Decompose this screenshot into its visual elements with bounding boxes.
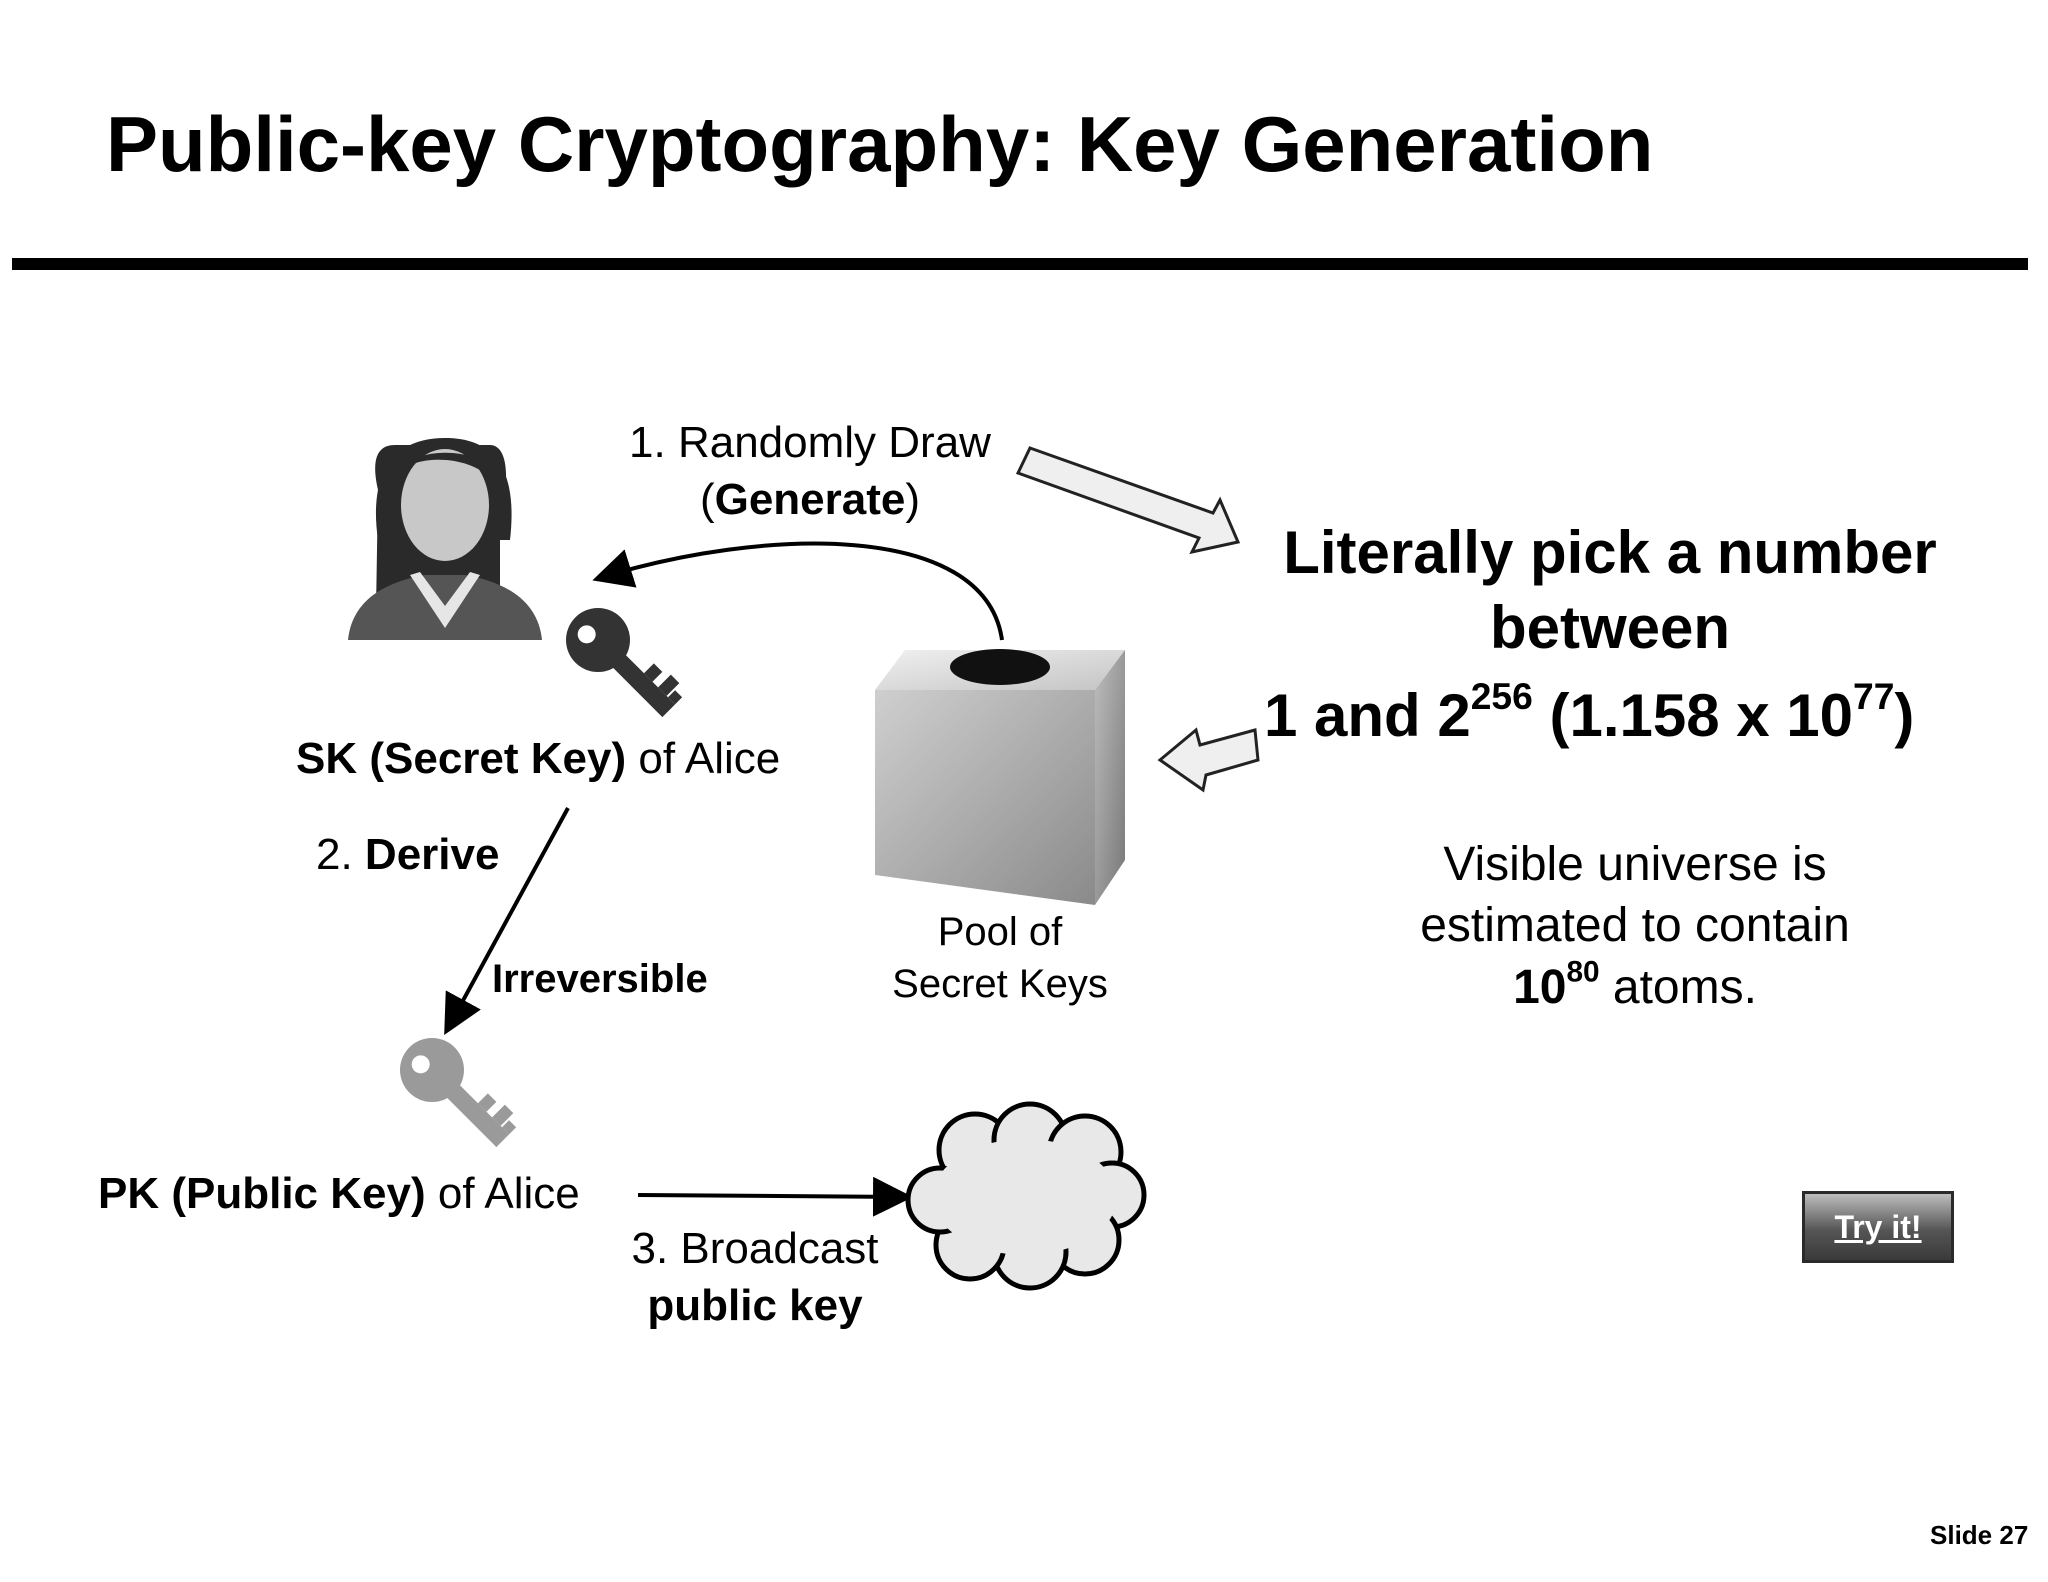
derive-arrow [444,807,570,1036]
step1-label: 1. Randomly Draw (Generate) [590,414,1030,528]
slide-title: Public-key Cryptography: Key Generation [106,100,1654,188]
cloud-icon [905,1101,1147,1291]
universe-note: Visible universe is estimated to contain… [1370,834,1900,1018]
step3-line1: 3. Broadcast [631,1224,879,1273]
sk-label-rest: of Alice [626,734,781,783]
pick-number-callout: Literally pick a number between [1240,515,1980,665]
try-it-button[interactable]: Try it! [1802,1191,1954,1263]
step1-line2: (Generate) [699,475,921,525]
universe-line3: 1080 atoms. [1513,955,1757,1014]
step2-label: 2. Derive [316,830,500,879]
derive-word: Derive [364,830,500,879]
step1-line1: 1. Randomly Draw [629,418,991,467]
box-icon [875,649,1125,905]
step3-label: 3. Broadcast public key [600,1220,910,1334]
person-icon [348,438,542,640]
universe-line2: estimated to contain [1420,899,1850,953]
pool-line2: Secret Keys [892,962,1108,1006]
universe-line1: Visible universe is [1443,838,1827,891]
callout-line1: Literally pick a number [1283,519,1937,586]
pool-line1: Pool of [937,910,1063,954]
block-arrow-right [1015,446,1241,555]
sk-label-bold: SK (Secret Key) [296,734,627,783]
block-arrow-left [1157,727,1260,793]
slide-number: Slide 27 [1930,1520,2029,1550]
callout-line2: between [1489,594,1731,661]
sk-label: SK (Secret Key) of Alice [296,730,780,787]
pk-label: PK (Public Key) of Alice [98,1165,580,1222]
generate-word: Generate [714,475,906,525]
light-key-icon [400,1038,517,1148]
pk-label-bold: PK (Public Key) [98,1169,426,1218]
pool-label: Pool of Secret Keys [860,906,1140,1010]
irreversible-label: Irreversible [492,957,708,1001]
generate-arrow [592,541,1004,641]
pk-label-rest: of Alice [425,1169,580,1218]
broadcast-arrow [637,1176,913,1217]
step3-line2: public key [647,1281,863,1331]
dark-key-icon [566,608,683,718]
title-divider [12,258,2028,270]
range-text: 1 and 2256 (1.158 x 1077) [1264,675,1915,749]
